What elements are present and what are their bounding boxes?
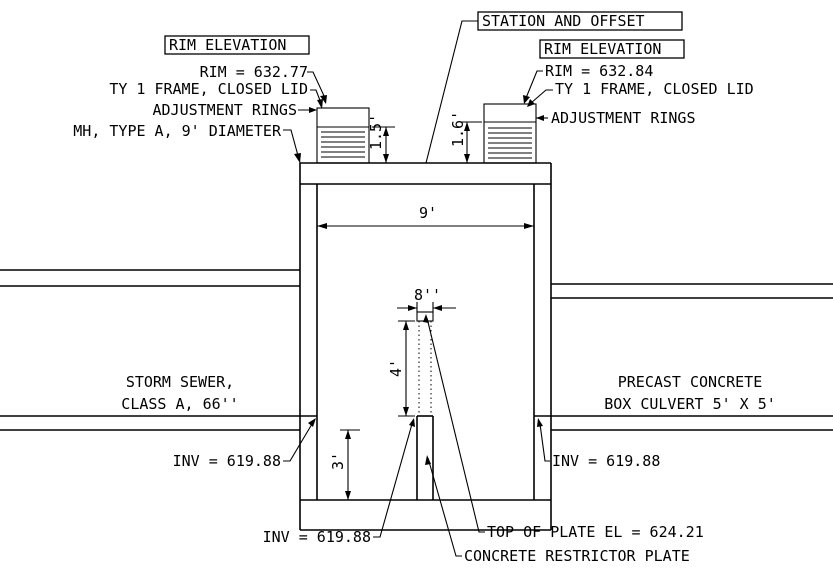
dim-plate-gap: 4' — [387, 320, 415, 417]
station-offset-box — [477, 11, 683, 31]
dim-plate-width-label: 8'' — [414, 286, 441, 304]
frame-left-label: TY 1 FRAME, CLOSED LID — [109, 80, 308, 98]
dim-right-rings: 1.6' — [449, 111, 482, 163]
rim-right-label: RIM = 632.84 — [545, 62, 653, 80]
rings-left-label: ADJUSTMENT RINGS — [153, 101, 298, 119]
storm-sewer-pipe — [0, 415, 317, 431]
storm-sewer-label-2: CLASS A, 66'' — [121, 395, 238, 413]
dim-left-rings-label: 1.5' — [367, 114, 385, 150]
rim-elevation-left-box — [164, 35, 310, 55]
dim-plate-width: 8'' — [397, 286, 456, 312]
upper-pipe-left — [0, 269, 300, 287]
culvert-label-1: PRECAST CONCRETE — [618, 373, 763, 391]
storm-sewer-label-1: STORM SEWER, — [126, 373, 234, 391]
box-culvert-pipe — [534, 415, 833, 431]
rim-elevation-right-box — [539, 39, 685, 59]
rings-right-label: ADJUSTMENT RINGS — [551, 109, 696, 127]
restrictor-label: CONCRETE RESTRICTOR PLATE — [464, 547, 690, 565]
inv-right-label: INV = 619.88 — [552, 452, 660, 470]
left-frame-rings — [316, 107, 370, 164]
top-plate-label: TOP OF PLATE EL = 624.21 — [487, 523, 704, 541]
dim-right-rings-label: 1.6' — [449, 111, 467, 147]
culvert-label-2: BOX CULVERT 5' X 5' — [604, 395, 776, 413]
inv-left-label: INV = 619.88 — [173, 452, 281, 470]
dim-plate-gap-label: 4' — [387, 359, 405, 377]
manhole-label: MH, TYPE A, 9' DIAMETER — [73, 122, 282, 140]
rim-elevation-left-label: RIM ELEVATION — [169, 36, 286, 54]
dim-plate-height: 3' — [329, 429, 360, 500]
manhole-structure — [299, 162, 552, 531]
right-frame-rings — [483, 103, 537, 164]
dim-interior-width-label: 9' — [419, 204, 437, 222]
rim-left-label: RIM = 632.77 — [200, 63, 308, 81]
station-offset-label: STATION AND OFFSET — [482, 12, 645, 30]
dim-plate-height-label: 3' — [329, 452, 347, 470]
leader-lines — [283, 20, 553, 557]
dim-interior-width: 9' — [317, 204, 534, 229]
frame-right-label: TY 1 FRAME, CLOSED LID — [555, 80, 754, 98]
upper-pipe-right — [551, 283, 833, 299]
rim-elevation-right-label: RIM ELEVATION — [544, 40, 661, 58]
inv-bottom-label: INV = 619.88 — [263, 528, 371, 546]
dim-left-rings: 1.5' — [367, 114, 395, 163]
restrictor-plate — [416, 311, 434, 500]
